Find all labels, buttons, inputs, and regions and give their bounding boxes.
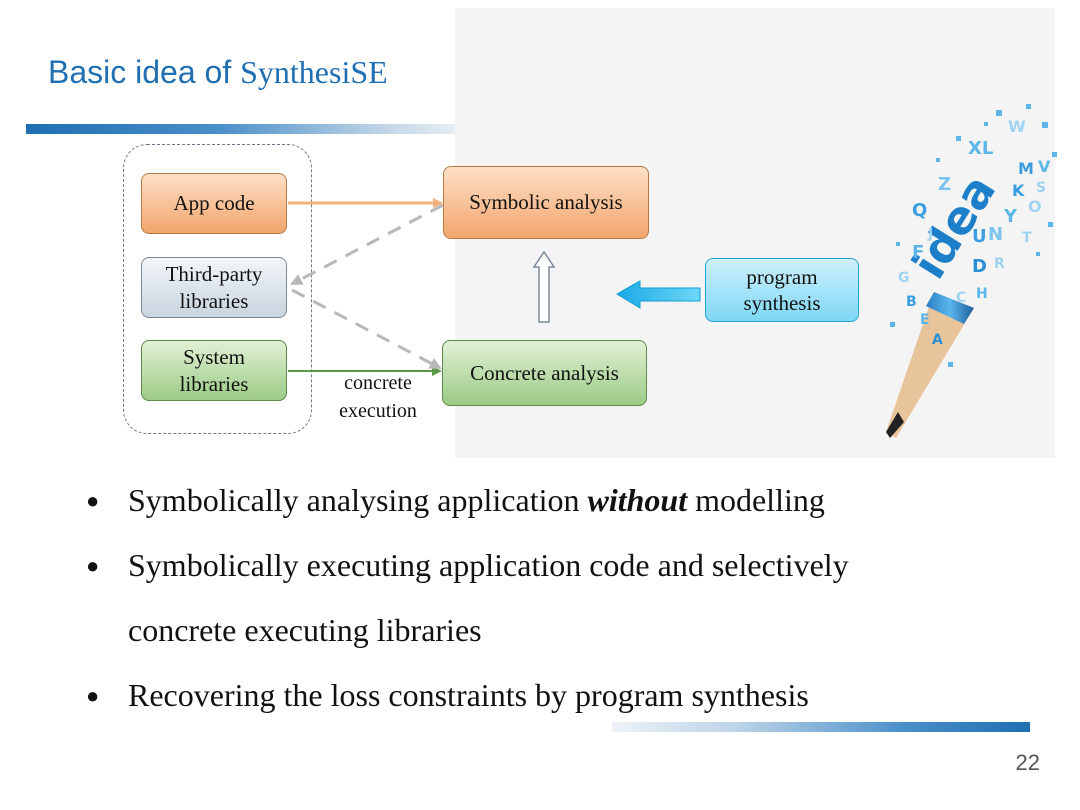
svg-text:B: B — [906, 294, 917, 310]
bullet-1-part-a: Symbolically analysing application — [128, 482, 588, 518]
title-prefix: Basic idea of — [48, 54, 241, 90]
third-party-to-concrete-dashed-arrow — [291, 288, 442, 370]
concrete-execution-label-1: concrete — [344, 372, 412, 394]
svg-text:W: W — [1008, 117, 1026, 136]
idea-pencil-icon: idea XL W M S Z Q J F G B E A C H U N Y … — [886, 104, 1057, 438]
bullet-item-2: ● Symbolically executing application code… — [86, 533, 849, 663]
bullet-3-text: Recovering the loss constraints by progr… — [128, 677, 809, 713]
svg-text:E: E — [920, 312, 930, 328]
svg-text:J: J — [927, 226, 933, 242]
bullet-list: ● Symbolically analysing application with… — [86, 468, 849, 728]
bullet-2-line-2: concrete executing libraries — [128, 612, 482, 648]
symbolic-analysis-box: Symbolic analysis — [443, 166, 649, 239]
symbolic-analysis-label: Symbolic analysis — [469, 190, 623, 215]
svg-text:K: K — [1012, 181, 1025, 200]
svg-text:G: G — [898, 270, 910, 286]
bullet-dot: ● — [86, 553, 100, 578]
app-code-box: App code — [141, 173, 287, 234]
svg-text:M: M — [1018, 159, 1034, 178]
svg-text:N: N — [988, 224, 1003, 245]
svg-text:R: R — [994, 256, 1005, 272]
bullet-item-1: ● Symbolically analysing application with… — [86, 468, 849, 533]
synthesis-to-analysis-arrow — [616, 280, 701, 309]
concrete-analysis-box: Concrete analysis — [442, 340, 647, 406]
system-label-2: libraries — [179, 371, 249, 396]
svg-text:H: H — [976, 286, 988, 302]
svg-text:F: F — [912, 242, 924, 263]
svg-text:V: V — [1038, 157, 1051, 176]
app-code-label: App code — [173, 191, 255, 216]
svg-text:D: D — [972, 256, 987, 277]
bullet-dot: ● — [86, 488, 100, 513]
svg-text:A: A — [932, 332, 943, 348]
svg-text:Z: Z — [938, 174, 951, 195]
bullet-1-part-b: modelling — [687, 482, 825, 518]
title-underline — [26, 124, 456, 134]
code-group-outline — [123, 144, 312, 434]
bullet-item-3: ● Recovering the loss constraints by prog… — [86, 663, 849, 728]
svg-text:XL: XL — [968, 138, 993, 159]
program-synthesis-label-1: program — [746, 264, 818, 289]
concrete-to-symbolic-hollow-arrow — [532, 250, 556, 323]
slide-title: Basic idea of SynthesiSE — [48, 54, 388, 91]
svg-text:Q: Q — [912, 200, 927, 221]
svg-text:O: O — [1028, 197, 1042, 216]
concrete-analysis-label: Concrete analysis — [470, 360, 619, 385]
third-party-label-2: libraries — [179, 288, 249, 313]
page-number: 22 — [1015, 750, 1040, 775]
svg-text:T: T — [1022, 230, 1032, 246]
svg-text:Y: Y — [1003, 206, 1018, 227]
bullet-dot: ● — [86, 683, 100, 708]
program-synthesis-label-2: synthesis — [743, 291, 821, 315]
footer-rule — [612, 722, 1030, 732]
svg-text:S: S — [1036, 180, 1046, 196]
svg-text:U: U — [972, 226, 987, 247]
svg-text:C: C — [956, 290, 966, 306]
system-label-1: System — [183, 345, 245, 370]
bullet-1-emphasis: without — [587, 482, 688, 518]
bullet-2-line-1: Symbolically executing application code … — [128, 547, 849, 583]
concrete-execution-label-2: execution — [339, 399, 417, 422]
title-name: SynthesiSE — [240, 54, 388, 90]
third-party-label-1: Third-party — [165, 262, 263, 287]
concrete-execution-label: concrete execution — [326, 370, 430, 425]
symbolic-to-third-party-dashed-arrow — [290, 203, 444, 286]
